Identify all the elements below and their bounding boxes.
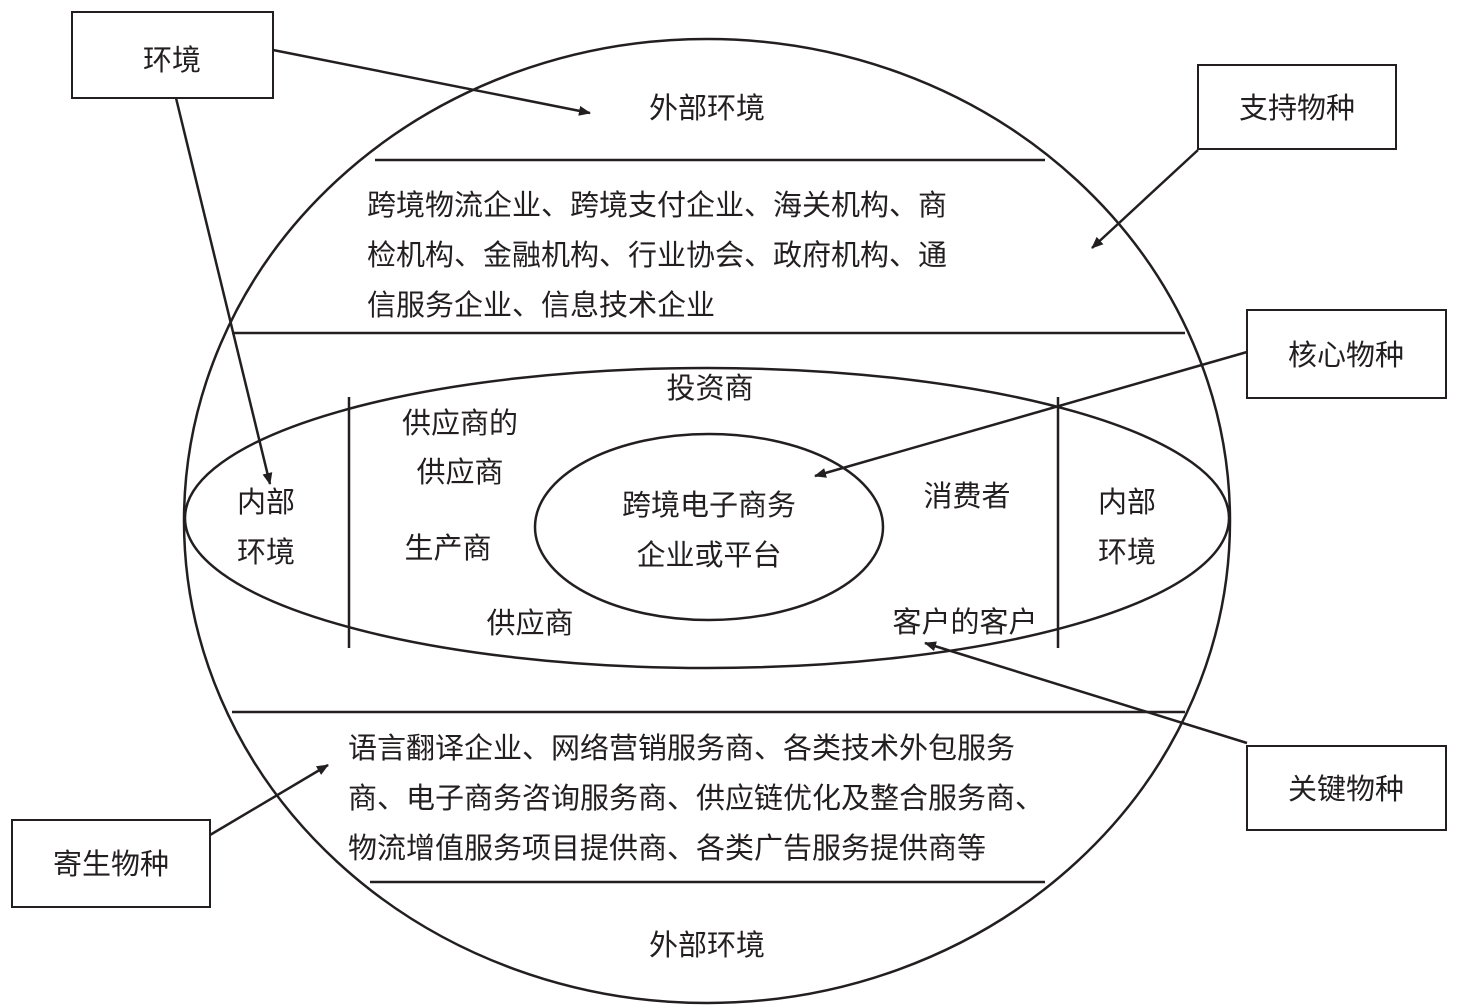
svg-text:环境: 环境	[143, 43, 201, 77]
core-ellipse	[533, 432, 885, 622]
svg-text:核心物种: 核心物种	[1288, 338, 1404, 372]
suppliers-supplier: 供应商	[416, 455, 503, 489]
label-core-species: 核心物种	[1246, 309, 1447, 399]
arrow-support	[1091, 149, 1199, 249]
label-key-species: 关键物种	[1246, 745, 1447, 831]
support-text-line: 信服务企业、信息技术企业	[367, 288, 715, 322]
arrow-environment-inner	[174, 97, 273, 485]
inner-env-left: 内部	[237, 485, 295, 519]
consumer: 消费者	[923, 479, 1010, 513]
label-support-species: 支持物种	[1197, 64, 1397, 150]
label-environment: 环境	[71, 11, 274, 99]
arrow-core	[814, 350, 1248, 478]
label-parasite-species: 寄生物种	[11, 819, 211, 908]
outer-env-bottom: 外部环境	[649, 928, 765, 962]
inner-env-left: 环境	[237, 535, 295, 569]
svg-text:寄生物种: 寄生物种	[53, 847, 169, 881]
producer: 生产商	[404, 531, 491, 565]
supplier: 供应商	[486, 606, 573, 640]
inner-env-right: 内部	[1098, 485, 1156, 519]
support-text-line: 检机构、金融机构、行业协会、政府机构、通	[367, 238, 947, 272]
parasite-text-line: 语言翻译企业、网络营销服务商、各类技术外包服务	[348, 731, 1015, 765]
parasite-text-line: 商、电子商务咨询服务商、供应链优化及整合服务商、	[348, 781, 1044, 815]
svg-text:关键物种: 关键物种	[1288, 772, 1404, 806]
arrow-parasite	[209, 763, 329, 837]
inner-env-right: 环境	[1098, 535, 1156, 569]
core-enterprise: 企业或平台	[636, 538, 781, 572]
arrow-key	[924, 641, 1248, 745]
svg-text:支持物种: 支持物种	[1239, 91, 1355, 125]
arrow-environment-outer	[272, 48, 591, 116]
inner-ellipse	[183, 366, 1231, 670]
customers-customer: 客户的客户	[892, 605, 1037, 639]
parasite-text-line: 物流增值服务项目提供商、各类广告服务提供商等	[348, 831, 986, 865]
core-enterprise: 跨境电子商务	[622, 488, 796, 522]
suppliers-supplier: 供应商的	[402, 406, 518, 440]
support-text-line: 跨境物流企业、跨境支付企业、海关机构、商	[367, 188, 947, 222]
investor: 投资商	[666, 371, 753, 405]
outer-env-top: 外部环境	[649, 91, 765, 125]
